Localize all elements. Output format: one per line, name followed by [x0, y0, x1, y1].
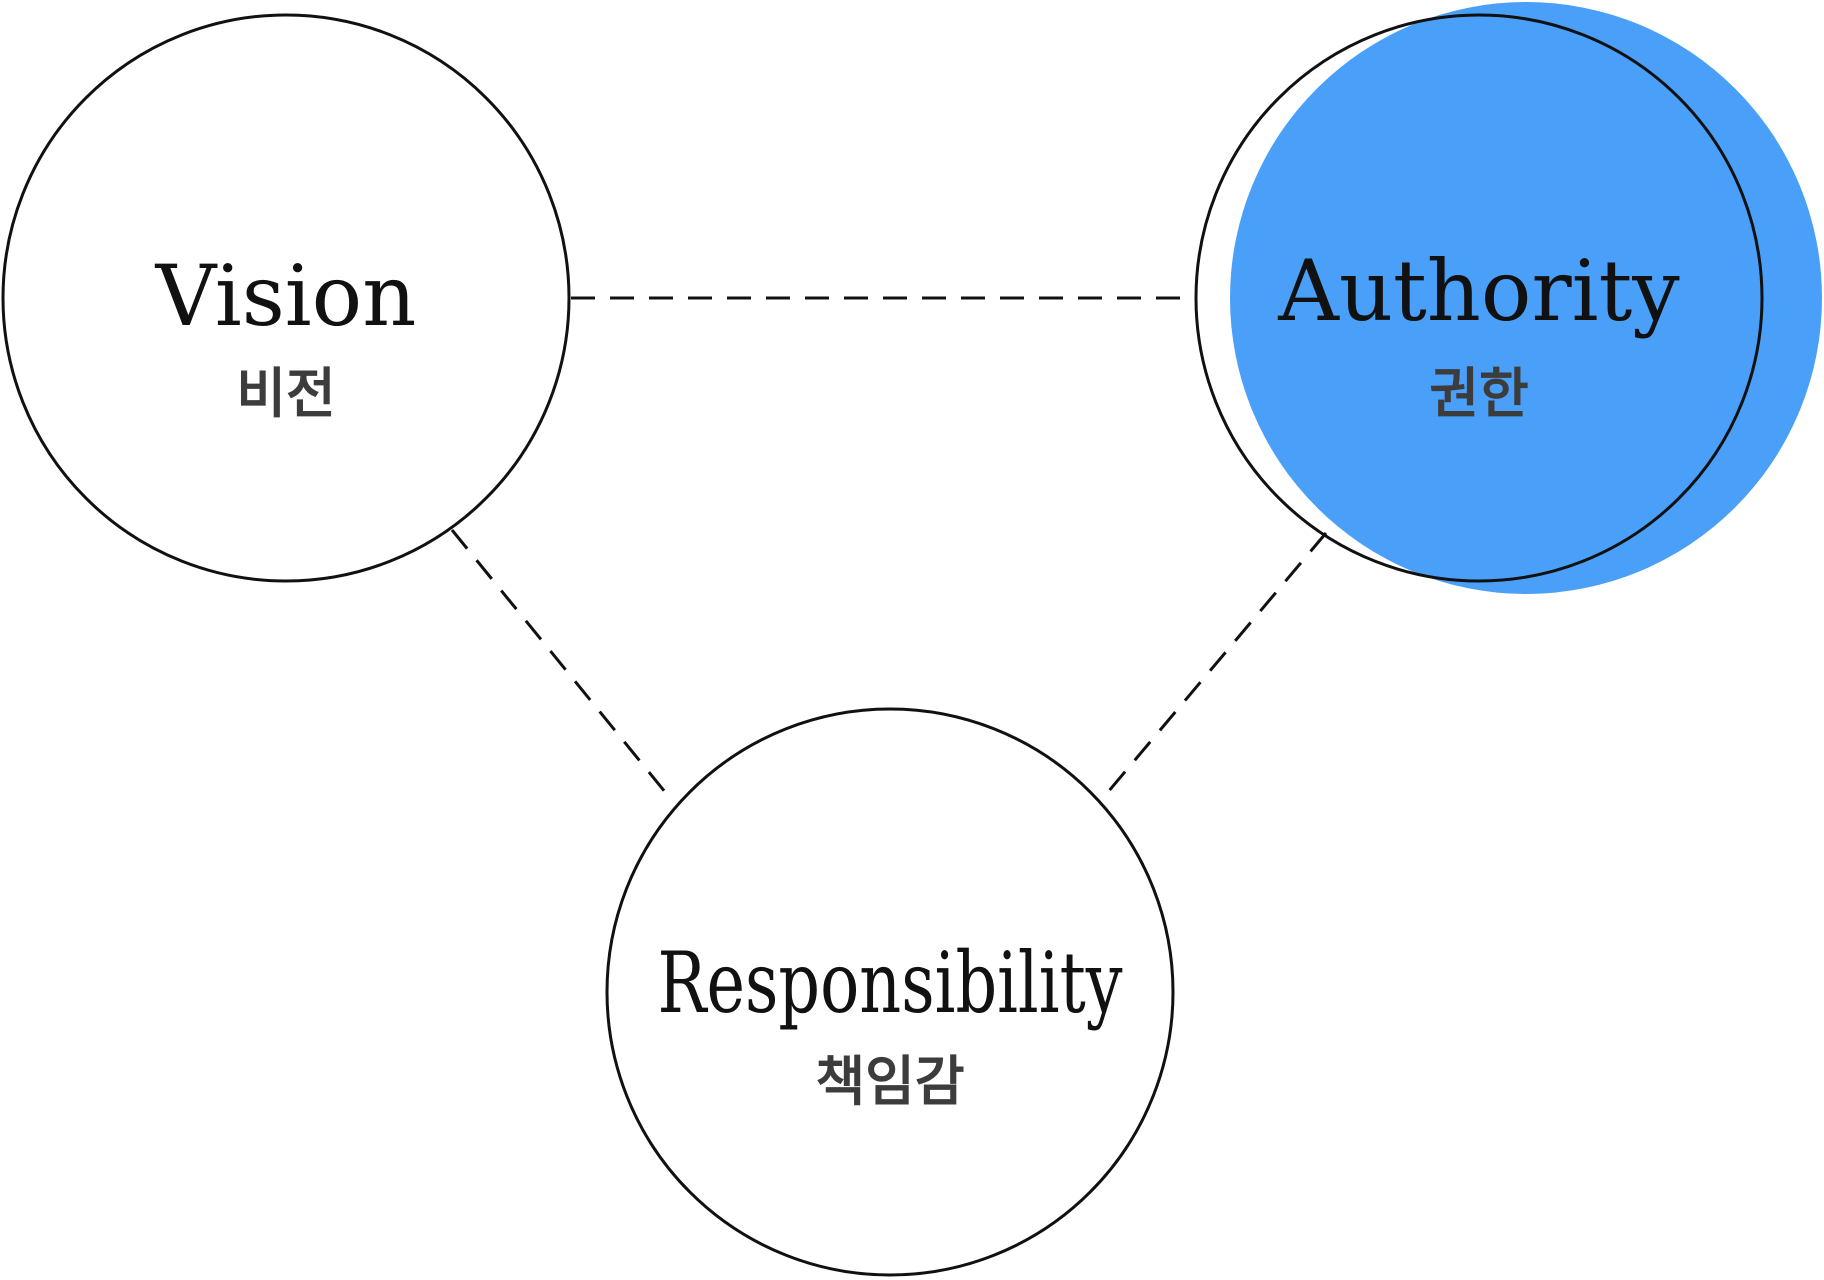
vision-circle: [1, 13, 571, 583]
vision-label: Vision: [155, 247, 417, 345]
authority-highlight: [1230, 2, 1822, 594]
responsibility-sublabel: 책임감: [815, 1049, 964, 1113]
connector-vision-responsibility: [450, 529, 672, 799]
authority-node: Authority 권한: [1194, 2, 1822, 594]
authority-circle: [1194, 13, 1764, 583]
authority-sublabel: 권한: [1429, 361, 1528, 425]
responsibility-node: Responsibility 책임감: [605, 707, 1175, 1277]
authority-label: Authority: [1277, 242, 1680, 340]
vision-node: Vision 비전: [1, 13, 571, 583]
responsibility-label: Responsibility: [658, 934, 1123, 1032]
connector-authority-responsibility: [1106, 532, 1328, 793]
vision-sublabel: 비전: [236, 361, 335, 425]
responsibility-circle: [605, 707, 1175, 1277]
